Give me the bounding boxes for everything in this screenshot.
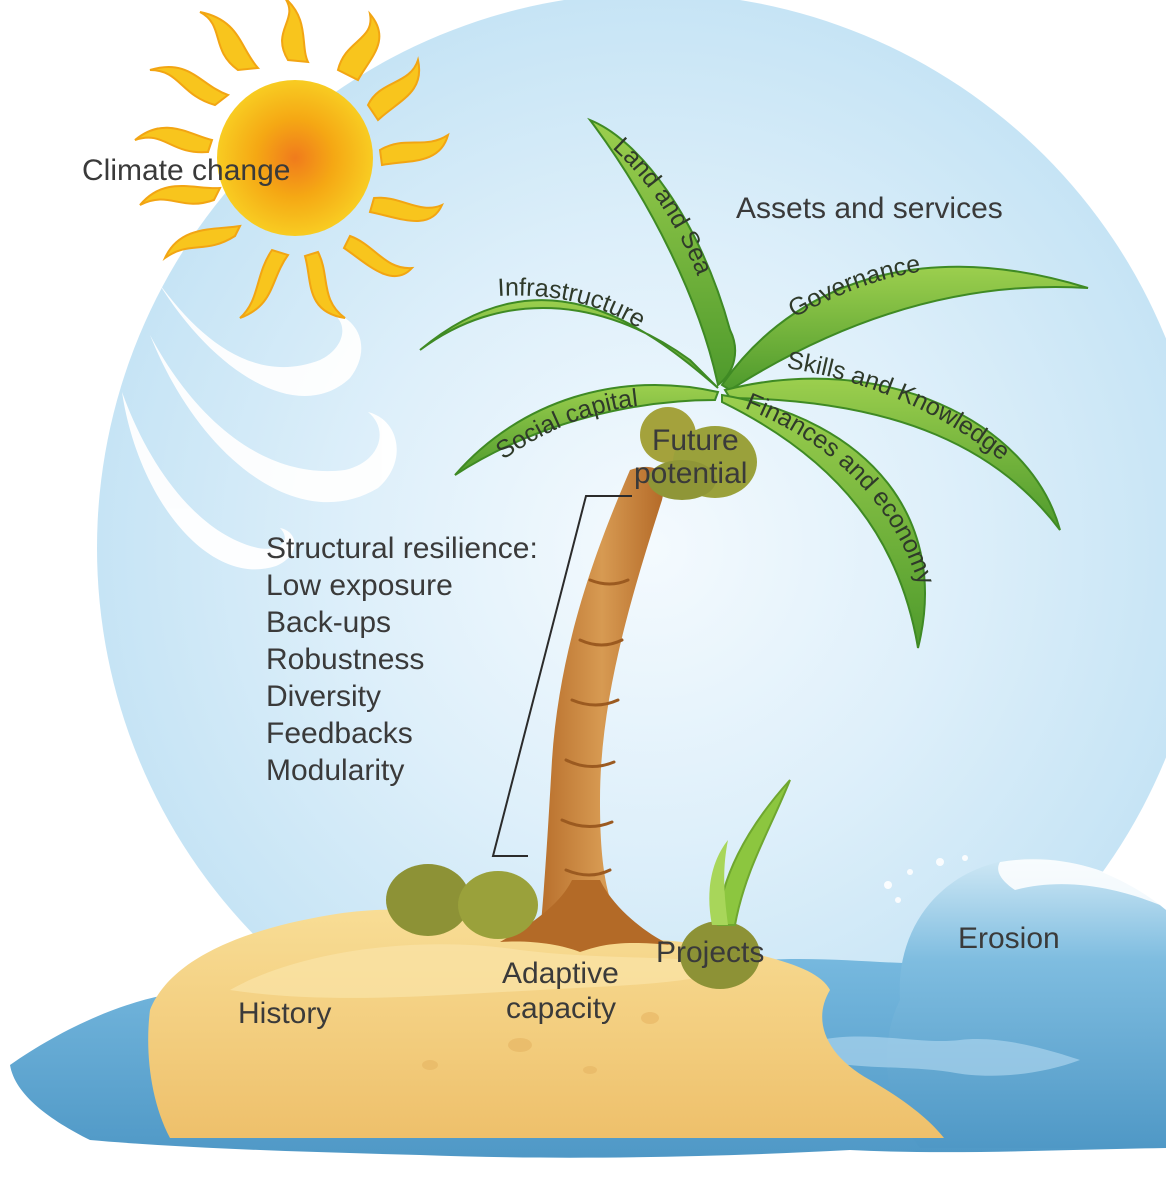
erosion-label: Erosion xyxy=(958,922,1060,955)
leaf-governance xyxy=(720,265,1089,392)
resilience-item: Low exposure xyxy=(266,569,453,602)
leaf-land-and-sea xyxy=(587,117,737,387)
coconut-cluster xyxy=(640,407,757,500)
leaf-finances-economy xyxy=(721,393,926,649)
wave xyxy=(886,858,1166,1148)
wind-icon xyxy=(122,282,397,570)
resilience-item: Modularity xyxy=(266,754,404,787)
assets-services-label: Assets and services xyxy=(736,192,1003,225)
adaptive-capacity-label-2: capacity xyxy=(506,992,616,1025)
adaptive-capacity-label-1: Adaptive xyxy=(502,957,619,990)
resilience-item: Feedbacks xyxy=(266,717,413,750)
palm-leaves xyxy=(419,117,1089,649)
leaf-skills-knowledge xyxy=(723,377,1061,531)
leaf-infrastructure xyxy=(419,299,719,389)
connector-line xyxy=(491,495,632,857)
sun-icon xyxy=(134,0,450,319)
resilience-item: Diversity xyxy=(266,680,381,713)
future-potential-label-1: Future xyxy=(652,424,739,457)
structural-resilience-heading: Structural resilience: xyxy=(266,532,538,565)
palm-trunk xyxy=(500,466,670,952)
leaf-social-capital xyxy=(454,383,720,476)
sprout-icon xyxy=(709,779,791,926)
climate-change-label: Climate change xyxy=(82,154,290,187)
structural-resilience-list: Structural resilience: Low exposure Back… xyxy=(266,532,538,787)
history-label: History xyxy=(238,997,331,1030)
ground-coconuts xyxy=(386,864,760,989)
resilience-item: Robustness xyxy=(266,643,424,676)
future-potential-label-2: potential xyxy=(634,457,747,490)
resilience-item: Back-ups xyxy=(266,606,391,639)
projects-label: Projects xyxy=(656,936,764,969)
